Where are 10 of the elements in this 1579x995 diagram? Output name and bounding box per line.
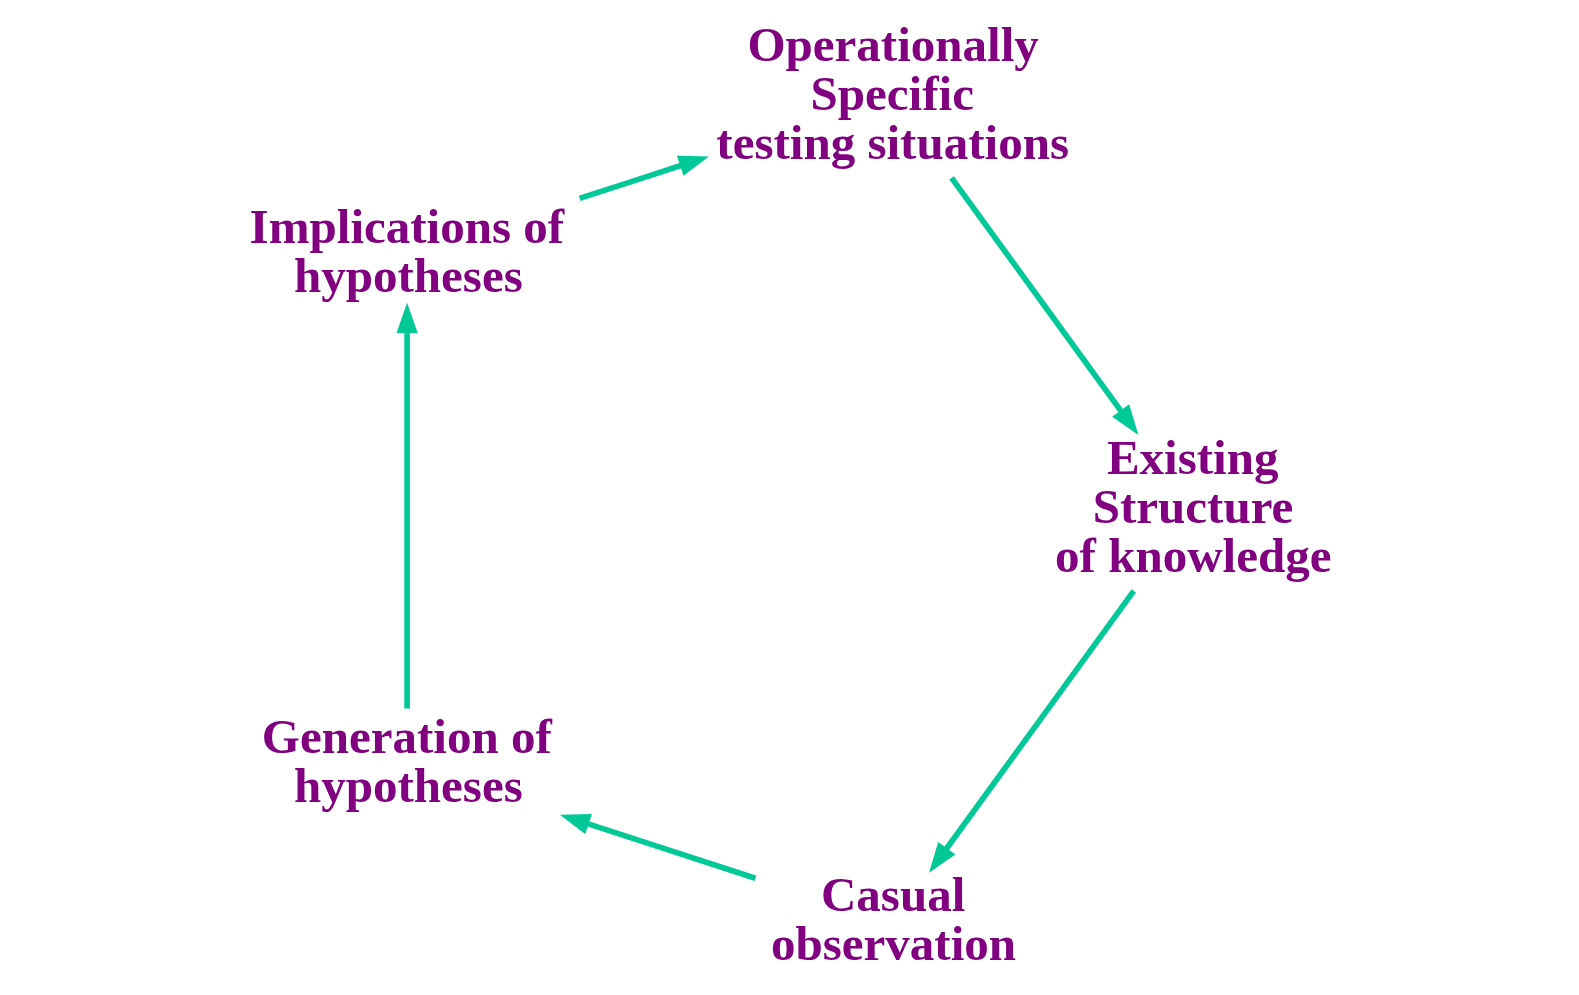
arrow <box>928 589 1136 873</box>
node-text: Casual observation <box>770 867 1016 972</box>
arrow <box>396 302 418 709</box>
arrow <box>559 813 756 881</box>
node-text: Existing Structure of knowledge <box>1054 429 1331 583</box>
node-text: Implications of hypotheses <box>249 198 564 303</box>
arrow <box>948 176 1138 436</box>
node-text: Operationally Specific testing situations <box>715 16 1069 170</box>
arrow <box>578 155 709 202</box>
node-text: Generation of hypotheses <box>261 709 552 814</box>
